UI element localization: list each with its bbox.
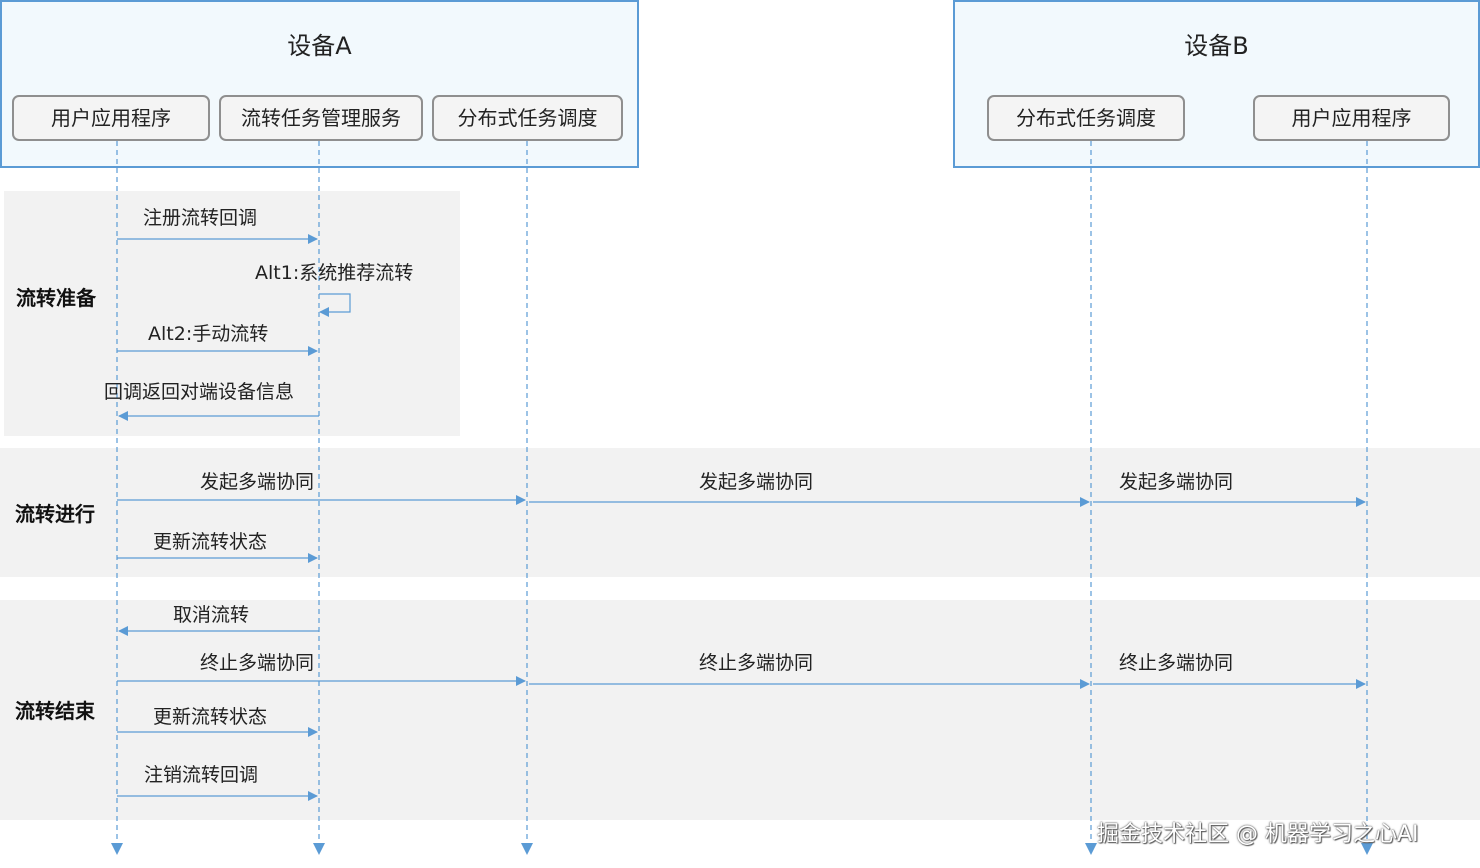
msg-manual-transfer: Alt2:手动流转 — [148, 323, 269, 345]
msg-stop-collab-3: 终止多端协同 — [1119, 652, 1234, 674]
msg-start-collab-2: 发起多端协同 — [699, 471, 814, 493]
msg-start-collab-3: 发起多端协同 — [1119, 471, 1234, 493]
lifeline-end-arrow — [1085, 843, 1097, 855]
device-a-transfer-manager: 流转任务管理服务 — [219, 95, 423, 141]
arrow-system-recommend-self — [319, 293, 351, 317]
phase-label-running: 流转进行 — [15, 502, 95, 526]
device-a-user-app: 用户应用程序 — [12, 95, 210, 141]
msg-system-recommend: Alt1:系统推荐流转 — [255, 262, 414, 284]
device-b-title: 设备B — [1184, 32, 1249, 60]
phase-prepare-area — [4, 191, 460, 436]
lifeline-end-arrow — [111, 843, 123, 855]
msg-unregister-callback: 注销流转回调 — [144, 764, 259, 786]
device-a-distributed-scheduler: 分布式任务调度 — [432, 95, 623, 141]
watermark: 掘金技术社区 @ 机器学习之心AI — [1097, 822, 1419, 847]
msg-stop-collab-2: 终止多端协同 — [699, 652, 814, 674]
device-a-title: 设备A — [287, 32, 352, 60]
phase-end-area — [0, 600, 1480, 820]
msg-update-status-1: 更新流转状态 — [153, 531, 268, 553]
msg-cancel-transfer: 取消流转 — [173, 604, 250, 626]
msg-stop-collab-1: 终止多端协同 — [200, 652, 315, 674]
lifeline-end-arrow — [521, 843, 533, 855]
msg-update-status-2: 更新流转状态 — [153, 706, 268, 728]
msg-start-collab-1: 发起多端协同 — [200, 471, 315, 493]
lifeline-end-arrow — [313, 843, 325, 855]
phase-label-prepare: 流转准备 — [16, 286, 96, 310]
phase-running-area — [0, 448, 1480, 577]
msg-register-callback: 注册流转回调 — [143, 207, 258, 229]
device-b-distributed-scheduler: 分布式任务调度 — [987, 95, 1185, 141]
lifeline-end-arrow — [1361, 843, 1373, 855]
phase-label-end: 流转结束 — [15, 699, 95, 723]
device-b-user-app: 用户应用程序 — [1253, 95, 1450, 141]
msg-callback-return: 回调返回对端设备信息 — [104, 381, 295, 403]
